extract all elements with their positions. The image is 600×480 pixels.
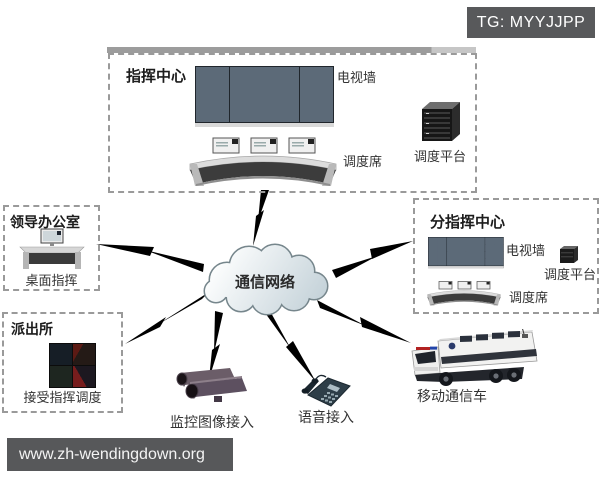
tv-wall-left-tiles [196,67,229,122]
sub-command-center-title: 分指挥中心 [430,214,506,231]
phone-icon [301,374,351,407]
mobile-truck-label: 移动通信车 [417,388,487,404]
dispatch-platform-icon [422,102,460,141]
tv-wall-label: 电视墙 [337,70,377,85]
command-center-title: 指挥中心 [126,68,187,85]
surveillance-camera-icon [176,368,247,402]
top-gray-strip [107,47,476,53]
sub-command-center-box: 分指挥中心 电视墙 调度平台 [413,198,599,314]
lightning-bolt-sub-command [332,241,413,278]
command-center-box: 指挥中心 电视墙 [108,53,477,193]
lightning-bolt-leader-office [96,244,204,272]
police-station-box: 派出所 接受指挥调度 [2,312,123,413]
tg-badge: TG: MYYJJPP [467,7,595,38]
lightning-bolt-phone [263,310,316,382]
dispatch-seat-label: 调度席 [343,154,383,169]
sub-dispatch-console-icon [427,281,501,306]
police-station-caption: 接受指挥调度 [23,390,102,405]
desktop-workstation-icon [19,228,85,269]
dispatch-platform-label: 调度平台 [414,149,467,164]
watermark-bar: www.zh-wendingdown.org [7,438,233,471]
sub-dispatch-platform-icon [560,246,578,263]
cloud-label: 通信网络 [234,273,295,291]
lightning-bolt-police-station [125,292,209,344]
lightning-bolt-truck [317,300,411,343]
police-station-title: 派出所 [11,321,53,337]
communication-network-cloud: 通信网络 [195,238,335,320]
tv-wall-center-tiles [230,67,299,122]
camera-access-label: 监控图像接入 [170,414,254,430]
video-conference-image [49,343,96,388]
mobile-comm-truck-icon [411,329,538,386]
lightning-bolt-command-center [253,190,269,246]
cloud-icon [203,243,329,316]
leader-office-caption: 桌面指挥 [25,273,78,288]
tv-wall-image [195,66,334,127]
dispatch-console-icon [189,137,337,186]
tv-wall-right-tiles [300,67,333,122]
sub-tv-wall-label: 电视墙 [506,243,546,258]
leader-office-title: 领导办公室 [10,214,80,230]
voice-access-label: 语音接入 [298,409,354,425]
sub-tv-wall-image [428,237,504,269]
sub-dispatch-seat-label: 调度席 [509,290,549,305]
sub-dispatch-platform-label: 调度平台 [544,267,597,282]
leader-office-box: 领导办公室 桌面指挥 [3,205,100,291]
